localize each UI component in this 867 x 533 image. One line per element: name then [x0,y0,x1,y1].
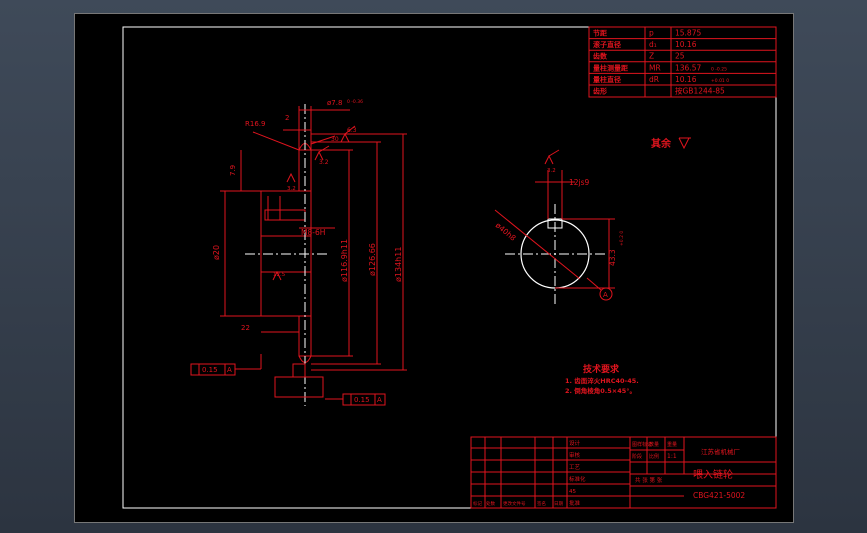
dim-79: 7.9 [229,165,237,176]
gtol2-datum: A [377,396,382,404]
dim-r169: R16.9 [245,120,265,128]
param-symbol-1: d₁ [649,40,657,49]
tb-label-material: 45 [569,489,576,495]
tb-label-drawing-mark: 图样标记 [632,441,652,448]
rough-r63: 6.3 [347,127,357,134]
tb-label-scale: 比例 [649,453,659,460]
param-symbol-2: Z [649,52,654,61]
tb-sheet-info: 共 张 第 张 [635,476,663,484]
dim-d1169: ø116.9h11 [340,239,349,282]
tech-req-title: 技术要求 [583,363,620,375]
dim-22: 22 [241,324,250,332]
tb-label-standard: 标准化 [569,475,586,483]
tb-label-stage: 阶段 [632,453,642,460]
dim-30: 30 [331,136,339,143]
param-value-1: 10.16 [675,40,697,49]
dim-keyway-width: 12js9 [569,178,590,187]
param-name-4: 量柱直径 [593,75,621,84]
title-block: 设计 审核 工艺 标准化 45 批准 标记 处数 更改文件号 签名 日期 图样标… [470,436,777,509]
param-name-1: 滚子直径 [593,40,621,49]
param-value-3: 136.57 [675,63,701,72]
rough-r125: 12.5 [273,272,286,278]
side-section-view: ø20 ø116.9h11 ø126.66 ø134h11 ø7.8 0 -0.… [190,99,407,406]
parameter-table: 节距 p 15.875 滚子直径 d₁ 10.16 齿数 Z 25 量柱测量距 MR 136.57 0 … [588,26,777,98]
cad-viewport[interactable]: 节距 p 15.875 滚子直径 d₁ 10.16 齿数 Z 25 量柱测量距 MR 136.57 0 … [74,13,794,523]
tb-company: 江苏省机械厂 [701,447,741,456]
tb-label-check: 审核 [569,451,581,459]
dim-d78: ø7.8 [327,99,342,107]
rough-front-r32: 3.2 [547,168,556,174]
param-value-0: 15.875 [675,29,701,38]
param-symbol-3: MR [649,63,661,72]
gtol2-value: 0.15 [354,396,370,404]
dim-keyway-depth: 43.3 [608,249,617,266]
param-value-2: 25 [675,52,685,61]
rough-r32b: 3.2 [287,186,296,192]
dim-m8: M8-6H [301,228,325,237]
param-symbol-4: dR [649,75,659,84]
tb-label-design: 设计 [569,439,581,447]
drawing-border [122,26,777,509]
param-value-5: 按GB1244-85 [675,86,725,96]
param-symbol-0: p [649,29,654,38]
tb-label-quantity: 数量 [649,441,659,448]
param-name-2: 齿数 [593,52,608,61]
dim-d12666: ø126.66 [368,243,377,276]
tech-req-1: 1. 齿面淬火HRC40-45. [565,376,639,385]
datum-a: A [603,291,608,299]
roughness-note: 其余 [651,137,691,150]
front-view: 12js9 3.2 ø40h8 43.3 +0.2 0 A [494,149,625,306]
tb-label-date: 日期 [554,501,563,507]
dim-d20: ø20 [212,245,221,260]
param-tol-3: 0 -0.25 [711,66,727,72]
param-tol-4: +0.01 0 [711,78,729,84]
param-name-5: 齿形 [593,87,607,96]
tb-label-sign: 签名 [537,500,546,507]
gtol-frame-2: 0.15 A [325,393,386,406]
tb-label-approve: 批准 [569,499,581,507]
tech-req-2: 2. 倒角棱角0.5×45°。 [565,386,636,395]
tb-drawing-no: CBG421-5002 [693,491,745,500]
tb-label-change: 更改文件号 [503,500,526,507]
tb-scale: 1:1 [667,453,677,460]
other-surface-note: 其余 [651,137,672,150]
dim-d78-tol: 0 -0.36 [347,99,363,105]
param-name-3: 量柱测量距 [593,63,628,72]
dim-d134: ø134h11 [394,247,403,282]
tb-label-weight: 重量 [667,441,677,448]
tech-requirements: 技术要求 1. 齿面淬火HRC40-45. 2. 倒角棱角0.5×45°。 [565,363,639,395]
param-name-0: 节距 [593,29,607,38]
datum-block [274,363,324,398]
gtol-frame-1: 0.15 A [190,354,262,376]
gtol1-datum: A [227,366,232,374]
sprocket-drawing: 节距 p 15.875 滚子直径 d₁ 10.16 齿数 Z 25 量柱测量距 MR 136.57 0 … [122,26,777,509]
tb-label-process: 工艺 [569,464,581,471]
tb-label-mark: 标记 [473,500,482,507]
dim-keyway-depth-tol: +0.2 0 [619,231,625,246]
param-value-4: 10.16 [675,75,697,84]
rough-r32a: 3.2 [319,159,329,166]
tb-label-count: 处数 [486,500,495,507]
dim-2: 2 [285,114,289,122]
dim-bore: ø40h8 [494,221,518,243]
tb-part-name: 喂入链轮 [693,468,733,481]
gtol1-value: 0.15 [202,366,218,374]
